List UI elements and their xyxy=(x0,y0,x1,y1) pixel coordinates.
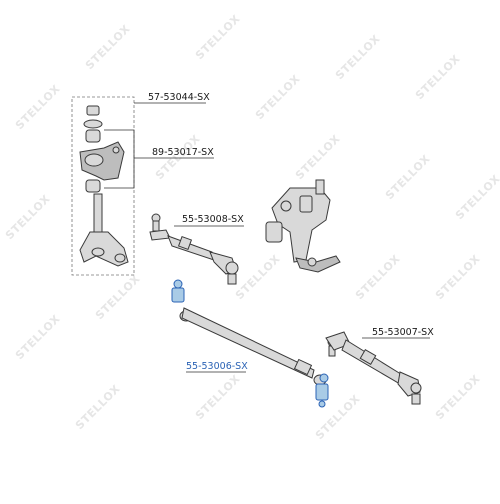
label-89-53017-sx: 89-53017-SX xyxy=(104,129,214,189)
watermark-logo: STELLOX xyxy=(83,22,133,72)
watermark-logo: STELLOX xyxy=(383,152,433,202)
idler-arm-assembly xyxy=(79,105,129,267)
watermark-logo: STELLOX xyxy=(193,372,243,422)
watermark-logo: STELLOX xyxy=(353,252,403,302)
part-number-55-53006: 55-53006-SX xyxy=(186,361,248,372)
watermark-logo: STELLOX xyxy=(293,132,343,182)
label-57-53044-sx: 57-53044-SX xyxy=(134,92,210,104)
watermark-logo: STELLOX xyxy=(233,252,283,302)
part-number-55-53008: 55-53008-SX xyxy=(182,214,244,225)
part-number-89-53017: 89-53017-SX xyxy=(152,147,214,158)
watermark-logo: STELLOX xyxy=(13,312,63,362)
watermark-logo: STELLOX xyxy=(333,32,383,82)
watermark-logo: STELLOX xyxy=(433,252,483,302)
watermark-logo: STELLOX xyxy=(93,272,143,322)
watermark-logo: STELLOX xyxy=(193,12,243,62)
tie-rod-55-53007: 55-53007-SX xyxy=(325,327,434,405)
part-number-55-53007: 55-53007-SX xyxy=(372,327,434,338)
steering-gearbox xyxy=(265,179,341,273)
part-number-57-53044: 57-53044-SX xyxy=(148,92,210,103)
watermark-logo: STELLOX xyxy=(3,192,53,242)
center-link-55-53006: 55-53006-SX xyxy=(171,279,329,408)
tie-rod-55-53008: 55-53008-SX xyxy=(149,213,244,285)
watermark-logo: STELLOX xyxy=(433,372,483,422)
watermark-logo: STELLOX xyxy=(73,382,123,432)
watermark-logo: STELLOX xyxy=(453,172,500,222)
watermark-logo: STELLOX xyxy=(413,52,463,102)
watermark-logo: STELLOX xyxy=(13,82,63,132)
watermark-logo: STELLOX xyxy=(253,72,303,122)
